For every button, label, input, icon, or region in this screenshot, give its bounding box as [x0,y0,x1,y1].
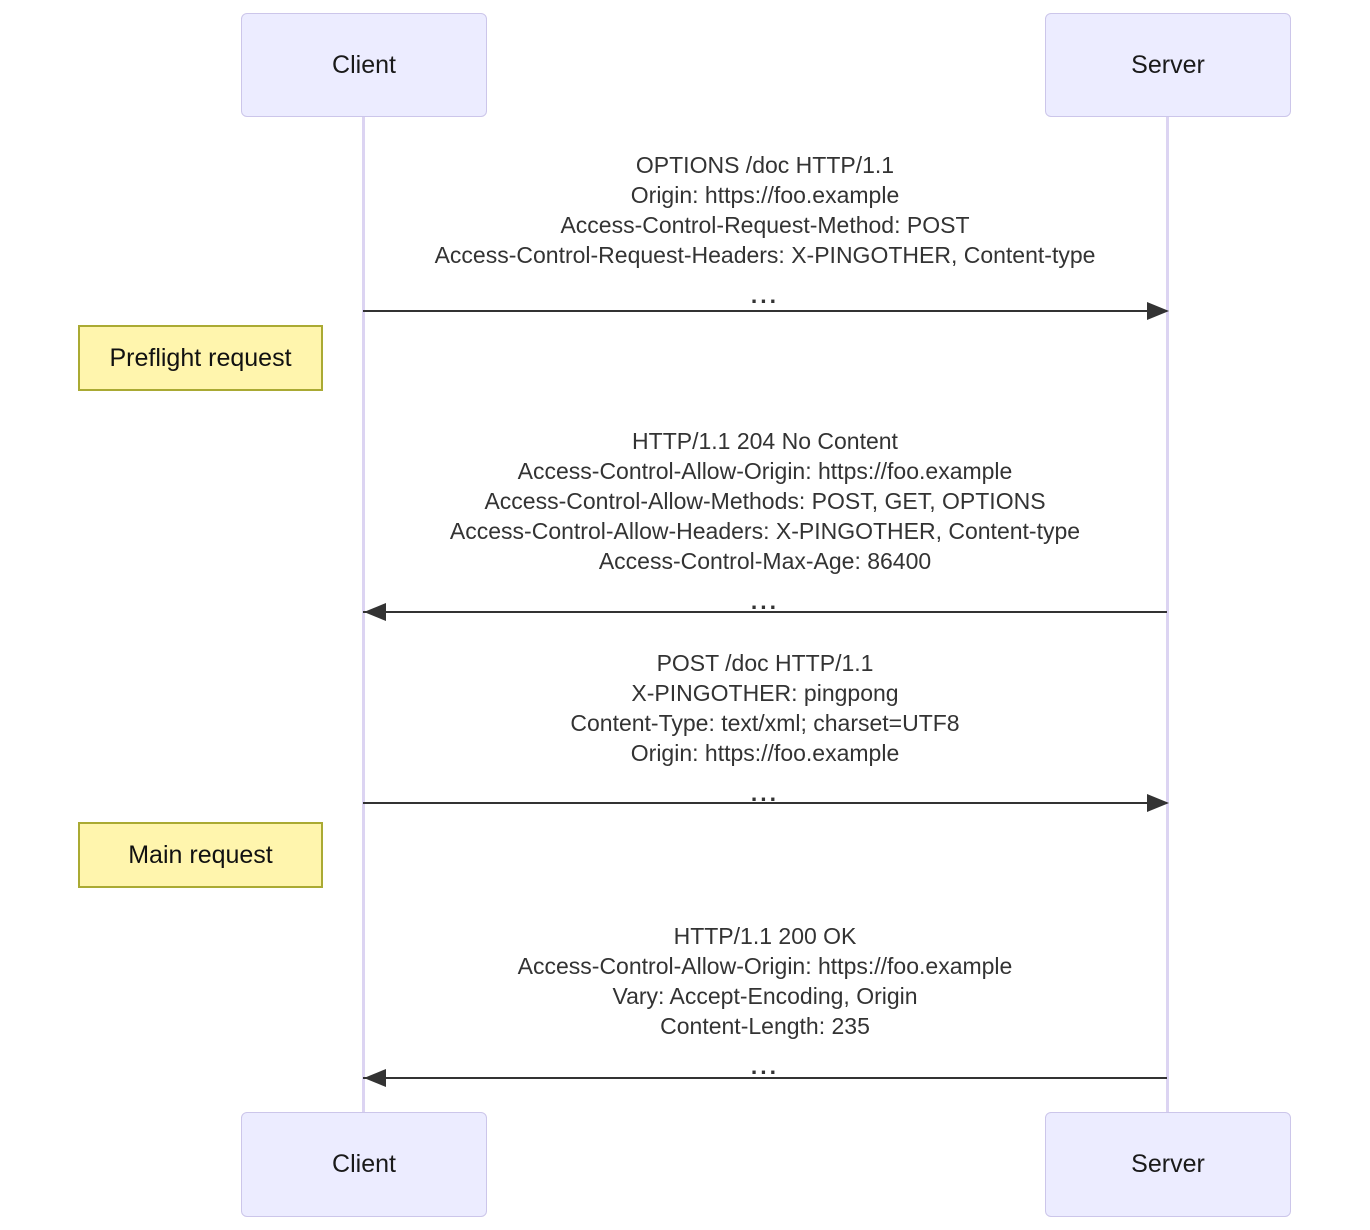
message-preflight-response: HTTP/1.1 204 No Content Access-Control-A… [363,426,1167,616]
message-line: X-PINGOTHER: pingpong [631,680,899,706]
message-line: HTTP/1.1 200 OK [673,923,857,949]
note-preflight-request-label: Preflight request [109,343,292,372]
note-main-request-label: Main request [128,840,273,869]
message-line: Access-Control-Allow-Methods: POST, GET,… [484,488,1046,514]
actor-server-bottom-label: Server [1131,1150,1205,1178]
arrowhead-left-icon [364,603,386,621]
message-line: HTTP/1.1 204 No Content [632,428,898,454]
actor-client-bottom-label: Client [332,1150,396,1178]
message-line: Access-Control-Request-Headers: X-PINGOT… [434,242,1096,268]
client-lifeline [362,117,365,1112]
actor-client-top: Client [241,13,487,117]
arrow-server-to-client-2 [363,1077,1167,1079]
arrow-client-to-server-1 [363,310,1167,312]
arrow-server-to-client-1 [363,611,1167,613]
message-main-request: POST /doc HTTP/1.1 X-PINGOTHER: pingpong… [363,648,1167,808]
message-line: Access-Control-Allow-Origin: https://foo… [517,953,1013,979]
arrowhead-right-icon [1147,302,1169,320]
message-line: Content-Type: text/xml; charset=UTF8 [570,710,960,736]
arrowhead-right-icon [1147,794,1169,812]
message-line: OPTIONS /doc HTTP/1.1 [635,152,895,178]
server-lifeline [1166,117,1169,1112]
note-main-request: Main request [78,822,323,888]
message-line: Access-Control-Max-Age: 86400 [598,548,932,574]
message-line: Origin: https://foo.example [630,182,900,208]
message-line: Access-Control-Request-Method: POST [560,212,970,238]
message-line: POST /doc HTTP/1.1 [656,650,874,676]
ellipsis: ... [750,282,780,308]
ellipsis: ... [750,780,780,806]
actor-client-top-label: Client [332,50,396,79]
message-line: Origin: https://foo.example [630,740,900,766]
actor-server-top-label: Server [1131,50,1205,79]
note-preflight-request: Preflight request [78,325,323,391]
message-line: Access-Control-Allow-Headers: X-PINGOTHE… [449,518,1081,544]
ellipsis: ... [750,1053,780,1079]
message-line: Access-Control-Allow-Origin: https://foo… [517,458,1013,484]
arrowhead-left-icon [364,1069,386,1087]
actor-server-top: Server [1045,13,1291,117]
message-line: Content-Length: 235 [660,1013,870,1039]
actor-server-bottom: Server [1045,1112,1291,1217]
actor-client-bottom: Client [241,1112,487,1217]
message-preflight-request: OPTIONS /doc HTTP/1.1 Origin: https://fo… [363,150,1167,310]
arrow-client-to-server-2 [363,802,1167,804]
message-main-response: HTTP/1.1 200 OK Access-Control-Allow-Ori… [363,921,1167,1081]
message-line: Vary: Accept-Encoding, Origin [612,983,918,1009]
ellipsis: ... [750,588,780,614]
